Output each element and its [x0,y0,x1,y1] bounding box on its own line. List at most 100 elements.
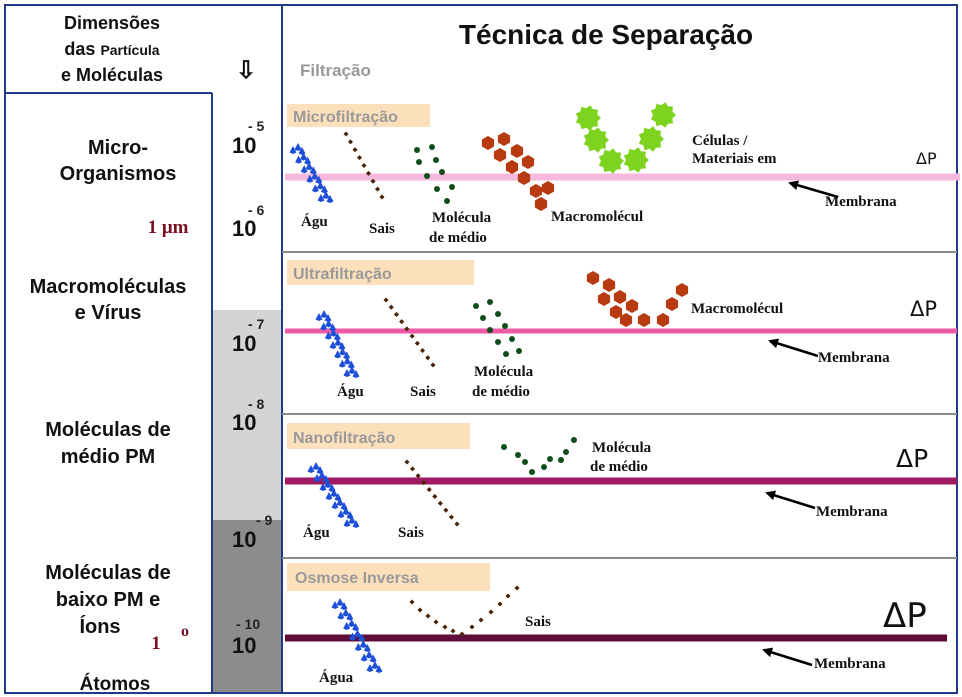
tick-7-base: 10 [232,331,256,356]
salt-particle [432,493,438,499]
molecule-particle [503,351,509,357]
cell-particle [598,148,624,174]
label-sais-ultra: Sais [410,384,436,400]
water-particle [318,471,326,479]
water-particle [311,171,319,180]
particles-osmose [331,585,520,673]
tick-6-base: 10 [232,216,256,241]
molecule-particle [434,186,440,192]
macromolecule-particle [510,144,524,158]
label-agua-nano: Águ [303,524,330,541]
outer-frame [4,4,958,694]
salt-particle [426,487,432,493]
salt-particle [450,628,456,634]
molecule-particle [416,159,422,165]
scale-ticks: 10 - 5 10 - 6 10 - 7 10 - 8 10 - 9 10 - … [232,118,273,658]
scale-band-dark [212,520,282,693]
water-particle [358,633,365,642]
molecule-particle [424,173,430,179]
water-particle [322,191,330,199]
salt-particle [420,348,426,354]
water-particle [352,370,360,378]
header-line-1: Dimensões [64,13,160,33]
panel-microfiltracao: Microfiltração Águ Sais Molécula de médi… [285,102,960,246]
macromolecule-particle [609,305,623,319]
macromolecule-particle [613,290,627,304]
water-particle [334,350,342,359]
tick-9-base: 10 [232,527,256,552]
salt-particle [347,139,354,145]
water-particle [352,520,360,528]
molecule-particle [414,147,420,153]
tick-7-exp: - 7 [248,316,265,332]
molecule-particle [487,299,493,305]
molecule-particle [522,459,528,465]
water-particle [343,356,351,365]
label-molecula-micro-l2: de médio [429,230,487,246]
particles-ultra [315,271,689,378]
tab-microfiltracao: Microfiltração [293,109,398,126]
header-line-3: e Moléculas [61,65,163,85]
salt-particle [383,297,389,303]
water-particle [325,319,333,328]
water-particle [347,360,355,369]
water-particle [354,643,362,651]
tick-5-base: 10 [232,133,256,158]
water-particle [333,332,341,341]
salt-particle [399,319,405,325]
unit-micrometer: 1 μm [148,217,189,238]
tick-8-exp: - 8 [248,396,265,412]
tick-6-exp: - 6 [248,202,265,218]
macromolecule-particle [602,278,616,292]
molecule-particle [547,456,553,462]
macromolecule-particle [675,283,689,297]
label-membrana-micro: Membrana [825,194,897,210]
molecule-particle [563,449,569,455]
grid-lines [5,5,283,693]
label-molecula-nano-l1: Molécula [592,440,652,456]
water-particle [312,462,320,470]
water-particle [348,619,356,627]
panel-nanofiltracao: Nanofiltração Águ Sais Molécula de médio… [285,423,957,541]
salt-particle [433,619,439,625]
molecule-particle [515,452,521,458]
water-particle [338,359,346,368]
water-particle [346,612,354,621]
molecule-particle [439,169,445,175]
category-atomos: Átomos [80,673,151,695]
angstrom-ring: o [181,623,189,640]
water-particle [325,492,333,500]
macromolecule-particle [481,136,495,150]
molecule-particle [487,327,493,333]
water-particle [375,665,383,673]
molecule-particle [529,469,535,475]
panel-ultrafiltracao: Ultrafiltração Águ Sais Molécula de médi… [285,260,957,400]
macromolecule-particle [619,313,633,327]
water-particle [349,632,356,641]
molecule-particle [444,198,450,204]
tick-5-exp: - 5 [248,118,265,134]
label-agua-ultra: Águ [337,383,364,400]
salt-particle [425,355,431,361]
tick-8-base: 10 [232,410,256,435]
salt-particle [388,304,394,310]
water-particle [337,611,345,620]
macromolecule-particle [541,181,555,195]
water-particle [334,338,342,346]
salt-particle [488,609,494,615]
water-particle [300,152,308,161]
molecule-particle [558,457,564,463]
macromolecule-particle [521,155,535,169]
salt-particle [404,459,410,465]
salt-particle [409,333,415,339]
particles-micro [289,102,676,211]
category-medio-l1: Moléculas de [45,419,171,441]
category-medio-l2: médio PM [61,446,155,468]
molecule-particle [501,444,507,450]
molecule-particle [449,184,455,190]
water-particle [359,640,367,648]
water-particle [331,501,339,509]
molecule-particle [541,464,547,470]
water-particle [348,516,356,524]
label-celulas-l1: Células / [692,133,748,149]
